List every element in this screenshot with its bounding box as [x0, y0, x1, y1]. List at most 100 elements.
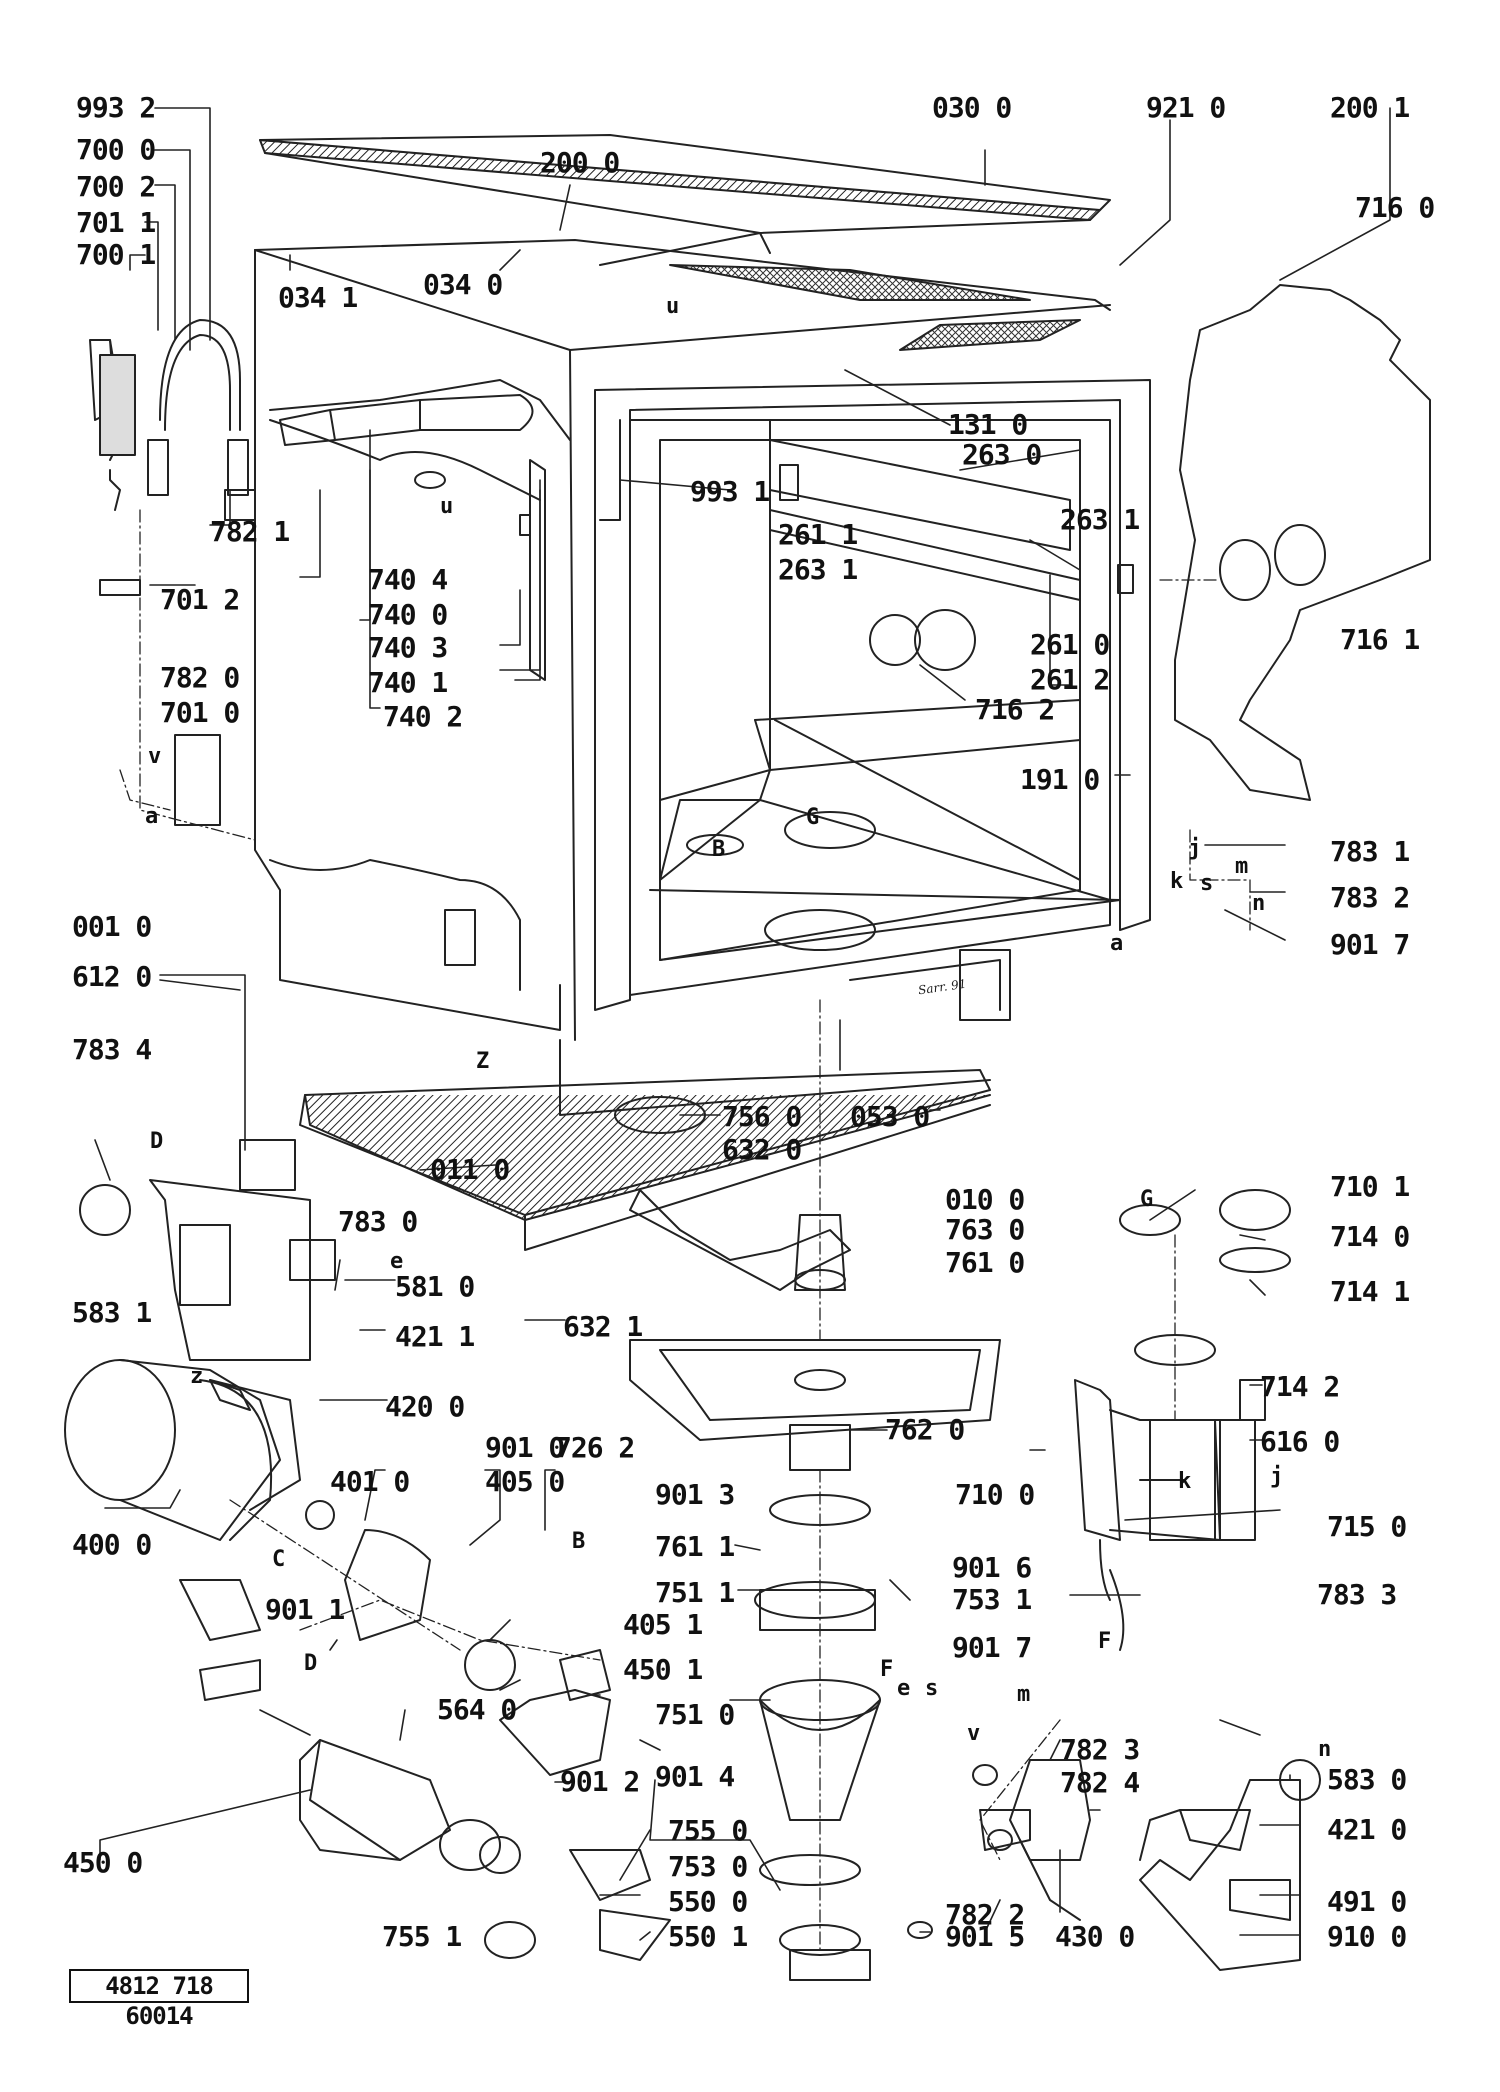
- label-421-0: 421 0: [1327, 1813, 1407, 1846]
- letter-z-housing: Z: [476, 1049, 490, 1074]
- label-783-4: 783 4: [72, 1033, 152, 1066]
- label-710-0: 710 0: [955, 1478, 1035, 1511]
- leader-lines: [94, 107, 1391, 1941]
- letter-m-side: m: [1235, 854, 1249, 879]
- label-710-1: 710 1: [1330, 1170, 1410, 1203]
- letter-u-mid: u: [440, 494, 454, 519]
- control-panel-drawing: [79, 1139, 336, 1411]
- motor-pump-drawing: [64, 1359, 611, 1776]
- label-701-2: 701 2: [160, 583, 240, 616]
- label-782-1: 782 1: [210, 515, 290, 548]
- label-200-0: 200 0: [540, 146, 620, 179]
- top-panel-drawing: [259, 134, 1111, 266]
- label-491-0: 491 0: [1327, 1885, 1407, 1918]
- label-550-1: 550 1: [668, 1920, 748, 1953]
- label-001-0: 001 0: [72, 910, 152, 943]
- letter-f-softener: F: [1098, 1629, 1112, 1654]
- water-softener-drawing: [1074, 1189, 1291, 1651]
- label-901-7-top: 901 7: [1330, 928, 1410, 961]
- letter-k-softener: k: [1178, 1469, 1192, 1494]
- letter-g-tub: G: [806, 805, 820, 830]
- base-plate-drawing: [299, 949, 1011, 1251]
- label-755-1: 755 1: [382, 1920, 462, 1953]
- label-751-1: 751 1: [655, 1576, 735, 1609]
- label-901-7-bottom: 901 7: [952, 1631, 1032, 1664]
- label-740-2: 740 2: [383, 700, 463, 733]
- label-263-1: 263 1: [1060, 503, 1140, 536]
- letter-a-left: a: [145, 804, 159, 829]
- label-400-0: 400 0: [72, 1528, 152, 1561]
- label-901-4: 901 4: [655, 1760, 735, 1793]
- label-450-0: 450 0: [63, 1846, 143, 1879]
- label-612-0: 612 0: [72, 960, 152, 993]
- label-131-0: 131 0: [948, 408, 1028, 441]
- label-726-2: 726 2: [555, 1431, 635, 1464]
- label-010-0: 010 0: [945, 1183, 1025, 1216]
- label-263-1-b: 263 1: [778, 553, 858, 586]
- label-421-1: 421 1: [395, 1320, 475, 1353]
- label-901-2: 901 2: [560, 1765, 640, 1798]
- letter-u-top: u: [666, 294, 680, 319]
- label-715-0: 715 0: [1327, 1510, 1407, 1543]
- label-755-0: 755 0: [668, 1814, 748, 1847]
- label-450-1: 450 1: [623, 1653, 703, 1686]
- label-783-2: 783 2: [1330, 881, 1410, 914]
- letter-g-softener: G: [1140, 1187, 1154, 1212]
- right-control-panel-drawing: [1139, 1759, 1321, 1971]
- label-583-0: 583 0: [1327, 1763, 1407, 1796]
- label-762-0: 762 0: [885, 1413, 965, 1446]
- label-763-0: 763 0: [945, 1213, 1025, 1246]
- label-783-0: 783 0: [338, 1205, 418, 1238]
- label-993-2: 993 2: [76, 91, 156, 124]
- label-740-3: 740 3: [368, 631, 448, 664]
- label-910-0: 910 0: [1327, 1920, 1407, 1953]
- label-011-0: 011 0: [430, 1153, 510, 1186]
- label-782-2: 782 2: [945, 1898, 1025, 1931]
- label-740-4: 740 4: [368, 563, 448, 596]
- letter-m-valve: m: [1017, 1682, 1031, 1707]
- letter-d-panel: D: [150, 1129, 164, 1154]
- letter-s-valve: s: [925, 1676, 939, 1701]
- letter-e-panel: e: [390, 1249, 404, 1274]
- label-405-1: 405 1: [623, 1608, 703, 1641]
- label-034-0: 034 0: [423, 268, 503, 301]
- letter-k-side: k: [1170, 869, 1184, 894]
- letter-j-softener: j: [1270, 1464, 1284, 1489]
- letter-n-panel: n: [1318, 1737, 1332, 1762]
- letter-v-valve: v: [967, 1721, 981, 1746]
- label-632-1: 632 1: [563, 1310, 643, 1343]
- tub-inner-drawing: [594, 379, 1151, 1011]
- label-761-0: 761 0: [945, 1246, 1025, 1279]
- heater-drawing: [299, 1739, 521, 1874]
- label-761-1: 761 1: [655, 1530, 735, 1563]
- letter-v-left: v: [148, 744, 162, 769]
- sump-assembly-drawing: [484, 1189, 1001, 1981]
- letter-n-side: n: [1252, 891, 1266, 916]
- inlet-hose-assembly-drawing: [89, 319, 256, 826]
- label-783-1: 783 1: [1330, 835, 1410, 868]
- label-782-0: 782 0: [160, 661, 240, 694]
- label-901-0: 901 0: [485, 1431, 565, 1464]
- housing-cabinet-drawing: [254, 239, 1111, 1041]
- label-701-1: 701 1: [76, 206, 156, 239]
- label-751-0: 751 0: [655, 1698, 735, 1731]
- letter-s-side: s: [1200, 871, 1214, 896]
- label-782-4: 782 4: [1060, 1766, 1140, 1799]
- letter-c-pump: C: [272, 1547, 286, 1572]
- letter-d-pump: D: [304, 1651, 318, 1676]
- valve-assembly-drawing: [907, 1759, 1091, 1939]
- label-632-0: 632 0: [722, 1133, 802, 1166]
- label-714-2: 714 2: [1260, 1370, 1340, 1403]
- letter-b-tub: B: [712, 837, 726, 862]
- label-782-3: 782 3: [1060, 1733, 1140, 1766]
- label-263-0: 263 0: [962, 438, 1042, 471]
- label-714-0: 714 0: [1330, 1220, 1410, 1253]
- side-panel-716-drawing: [1174, 284, 1431, 801]
- label-921-0: 921 0: [1146, 91, 1226, 124]
- label-700-2: 700 2: [76, 170, 156, 203]
- letter-f-sump: F: [880, 1657, 894, 1682]
- label-564-0: 564 0: [437, 1693, 517, 1726]
- label-714-1: 714 1: [1330, 1275, 1410, 1308]
- label-034-1: 034 1: [278, 281, 358, 314]
